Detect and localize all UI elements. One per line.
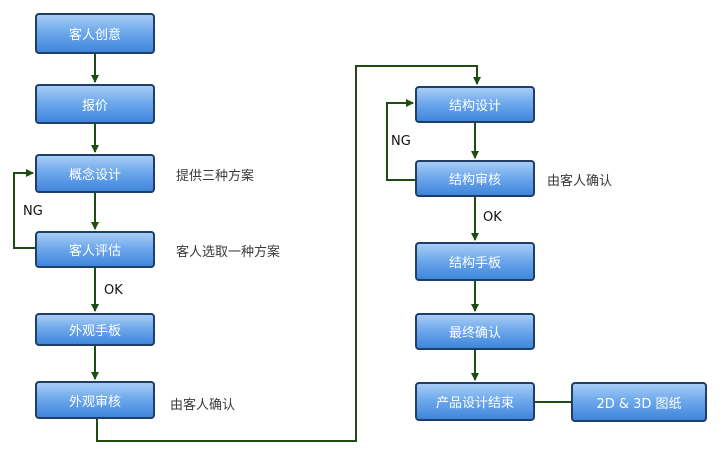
connector-left-to-right [96, 65, 481, 442]
box-design-end: 产品设计结束 [415, 382, 535, 421]
box-concept-design: 概念设计 [35, 154, 155, 193]
note-structure-confirm: 由客人确认 [547, 174, 613, 189]
note-provide-three-options: 提供三种方案 [176, 169, 255, 184]
box-appearance-review: 外观审核 [35, 381, 155, 419]
label-ok-right: OK [483, 210, 502, 225]
box-structure-review: 结构审核 [415, 160, 535, 197]
box-drawings: 2D & 3D 图纸 [571, 382, 707, 422]
label-ok-left: OK [104, 283, 123, 298]
box-appearance-sample: 外观手板 [35, 313, 155, 346]
box-quotation: 报价 [35, 84, 155, 124]
ng-loop-left [13, 169, 35, 249]
box-structure-sample: 结构手板 [415, 242, 535, 281]
box-final-confirm: 最终确认 [415, 313, 535, 350]
note-choose-one-option: 客人选取一种方案 [176, 245, 281, 260]
note-appearance-confirm: 由客人确认 [170, 398, 236, 413]
label-ng-right: NG [391, 134, 411, 149]
box-customer-idea: 客人创意 [35, 13, 155, 54]
label-ng-left: NG [23, 204, 43, 219]
box-customer-eval: 客人评估 [35, 231, 155, 268]
ng-loop-right [386, 99, 416, 181]
box-structure-design: 结构设计 [415, 86, 535, 123]
